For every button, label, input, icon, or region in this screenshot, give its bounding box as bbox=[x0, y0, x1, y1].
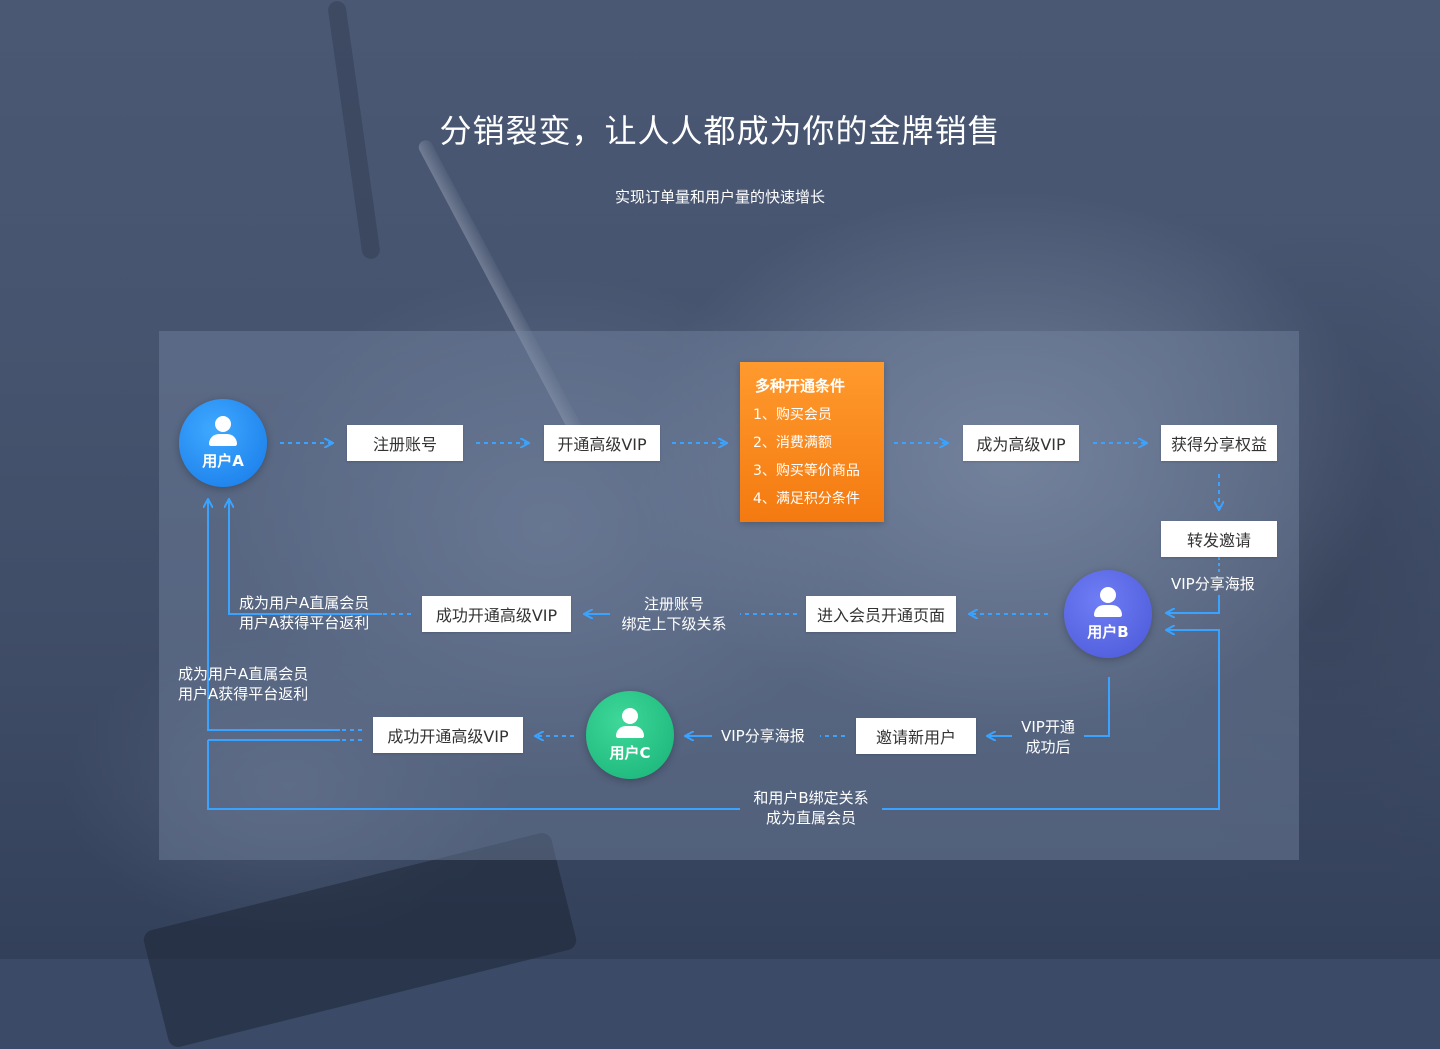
user-c-node[interactable]: 用户C bbox=[586, 691, 674, 779]
step-c-success-vip: 成功开通高级VIP bbox=[373, 717, 523, 753]
user-a-node[interactable]: 用户A bbox=[179, 399, 267, 487]
label-bind-b: 和用户B绑定关系 成为直属会员 bbox=[740, 788, 882, 828]
label-vip-open: VIP开通 成功后 bbox=[1014, 717, 1082, 757]
label-member-a-line1: 成为用户A直属会员 bbox=[239, 594, 370, 612]
condition-item: 1、购买会员 bbox=[753, 407, 832, 423]
user-b-label: 用户B bbox=[1087, 622, 1129, 641]
label-member-a-line2: 用户A获得平台返利 bbox=[239, 614, 370, 632]
user-b-node[interactable]: 用户B bbox=[1064, 570, 1152, 658]
page-title: 分销裂变，让人人都成为你的金牌销售 bbox=[439, 112, 1001, 150]
label-vip-poster-1: VIP分享海报 bbox=[1171, 575, 1255, 593]
label-vip-open-line1: VIP开通 bbox=[1021, 718, 1075, 736]
step-invite-new: 邀请新用户 bbox=[856, 718, 976, 754]
label-vip-open-line2: 成功后 bbox=[1025, 738, 1071, 756]
page-subtitle: 实现订单量和用户量的快速增长 bbox=[614, 188, 825, 206]
step-open-vip: 开通高级VIP bbox=[544, 425, 660, 461]
label-member-a2-line2: 用户A获得平台返利 bbox=[178, 685, 309, 703]
flow-connectors bbox=[0, 0, 1440, 810]
arrow-poster-to-b bbox=[1167, 595, 1220, 613]
step-register: 注册账号 bbox=[347, 425, 463, 461]
step-get-rights: 获得分享权益 bbox=[1161, 425, 1277, 461]
arrow-c-to-a bbox=[208, 500, 340, 731]
label-member-a: 成为用户A直属会员 用户A获得平台返利 bbox=[239, 593, 369, 633]
label-bind-b-line2: 成为直属会员 bbox=[765, 809, 856, 827]
condition-item: 4、满足积分条件 bbox=[753, 491, 860, 507]
label-vip-poster-2: VIP分享海报 bbox=[721, 727, 805, 745]
user-icon bbox=[209, 415, 237, 446]
step-become-vip: 成为高级VIP bbox=[963, 425, 1079, 461]
step-enter-page: 进入会员开通页面 bbox=[806, 596, 956, 632]
conditions-title: 多种开通条件 bbox=[755, 377, 846, 395]
user-a-label: 用户A bbox=[202, 451, 244, 470]
label-register-line1: 注册账号 bbox=[643, 595, 704, 613]
user-icon bbox=[616, 707, 644, 738]
label-bind-b-line1: 和用户B绑定关系 bbox=[753, 789, 869, 807]
label-register-line2: 绑定上下级关系 bbox=[621, 615, 727, 633]
condition-item: 3、购买等价商品 bbox=[753, 463, 860, 479]
step-b-success-vip: 成功开通高级VIP bbox=[422, 596, 571, 632]
arrow-member-to-a bbox=[229, 500, 382, 615]
condition-item: 2、消费满额 bbox=[753, 435, 832, 451]
line-b-down bbox=[1084, 677, 1110, 737]
label-member-a2: 成为用户A直属会员 用户A获得平台返利 bbox=[178, 664, 308, 704]
conditions-box: 多种开通条件 1、购买会员 2、消费满额 3、购买等价商品 4、满足积分条件 bbox=[740, 362, 884, 522]
arrow-loop-to-b bbox=[882, 630, 1220, 810]
user-c-label: 用户C bbox=[609, 743, 651, 762]
label-member-a2-line1: 成为用户A直属会员 bbox=[178, 665, 309, 683]
loop-bind-b bbox=[207, 740, 740, 810]
user-icon bbox=[1094, 586, 1122, 617]
step-forward: 转发邀请 bbox=[1161, 521, 1277, 557]
label-register-bind: 注册账号 绑定上下级关系 bbox=[614, 594, 734, 634]
